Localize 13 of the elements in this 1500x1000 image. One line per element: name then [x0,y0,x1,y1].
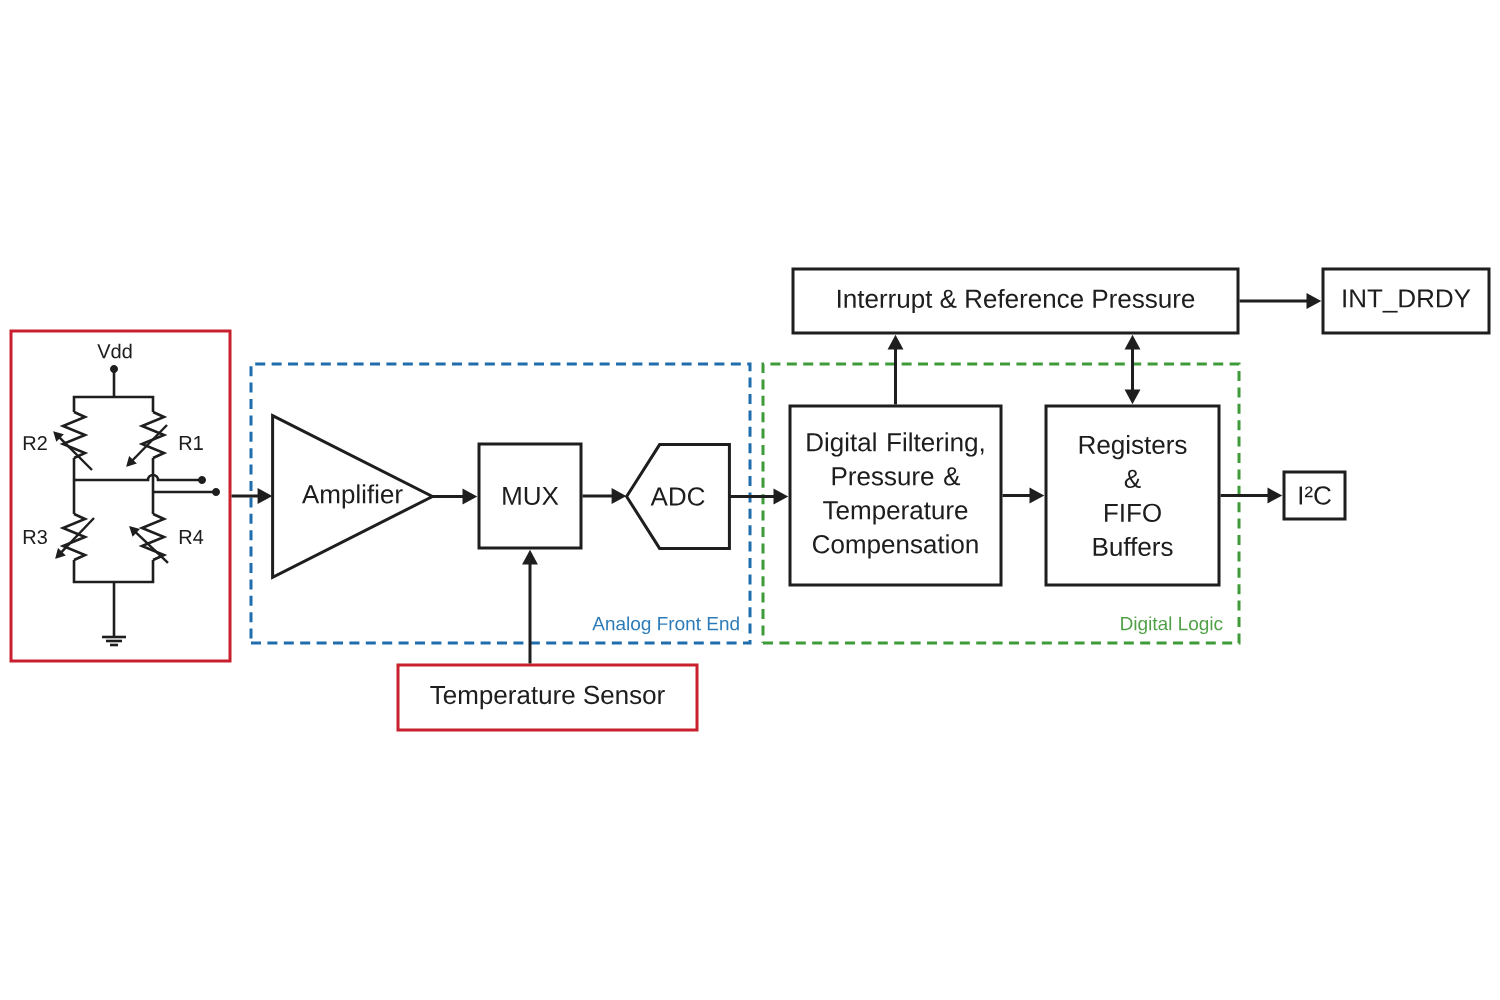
process-box: Digital Filtering, Pressure & Temperature Compensation [788,404,1003,587]
resistor-label: R4 [179,530,204,544]
sensor-box [9,329,232,663]
process-box: I²C [1282,470,1347,521]
process-box: Interrupt & Reference Pressure [791,267,1240,335]
sensor-box: Temperature Sensor [396,663,699,732]
process-box: INT_DRDY [1321,267,1491,335]
process-box: MUX [477,442,583,550]
resistor-label: R2 [23,436,47,450]
resistor-label: R1 [179,436,203,450]
process-box: Registers & FIFO Buffers [1044,404,1221,587]
resistor-label: R3 [23,529,47,545]
supply-label: Vdd [97,343,132,359]
